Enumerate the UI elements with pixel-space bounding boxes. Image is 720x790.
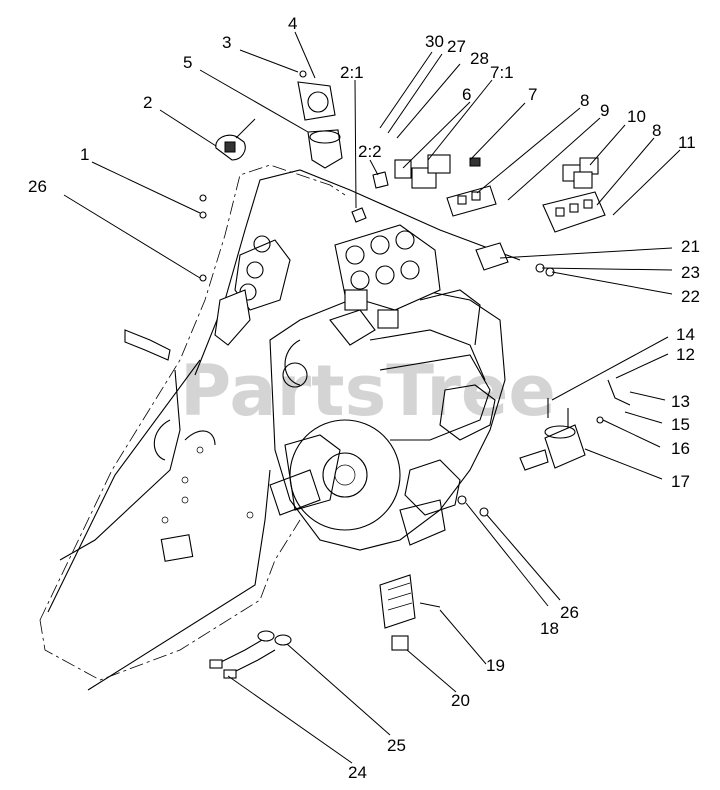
callout-7-1: 7:1 — [490, 63, 514, 82]
callout-24: 24 — [348, 763, 367, 782]
part-10-relays — [562, 157, 599, 189]
callout-10: 10 — [627, 107, 646, 126]
callout-27: 27 — [447, 37, 466, 56]
callout-19: 19 — [486, 656, 505, 675]
callout-3: 3 — [222, 33, 231, 52]
leader-lines — [63, 31, 681, 764]
callout-22: 22 — [681, 287, 700, 306]
part-25-sensor — [257, 630, 292, 646]
part-2-2-clip — [372, 171, 389, 189]
callout-30: 30 — [425, 32, 444, 51]
callout-labels: 1 2 3 4 5 6 7 7:1 8 8 9 10 11 12 13 14 1… — [28, 14, 700, 782]
part-2-switch — [215, 134, 246, 161]
callout-28: 28 — [470, 49, 489, 68]
callout-15: 15 — [671, 415, 690, 434]
callout-2-2: 2:2 — [358, 142, 382, 161]
callout-16: 16 — [671, 439, 690, 458]
callout-8b: 8 — [652, 121, 661, 140]
callout-9: 9 — [600, 101, 609, 120]
callout-2: 2 — [143, 93, 152, 112]
part-13-spring — [607, 379, 631, 406]
callout-21: 21 — [681, 237, 700, 256]
callout-20: 20 — [451, 691, 470, 710]
callout-2-1: 2:1 — [340, 63, 364, 82]
part-7-connector — [427, 154, 481, 174]
part-8b-fuse-holder — [542, 191, 606, 233]
left-sensor — [124, 329, 171, 361]
callout-26a: 26 — [28, 177, 47, 196]
callout-13: 13 — [671, 392, 690, 411]
part-16-nut — [596, 416, 604, 424]
callout-23: 23 — [681, 263, 700, 282]
callout-11: 11 — [678, 133, 696, 152]
callout-7: 7 — [528, 85, 537, 104]
part-18-bolt — [457, 495, 467, 505]
callout-25: 25 — [387, 736, 406, 755]
callout-17: 17 — [671, 472, 690, 491]
part-2-1-nut — [351, 207, 367, 223]
callout-14: 14 — [676, 325, 695, 344]
part-5-bracket — [307, 129, 343, 169]
left-valve-block — [214, 235, 291, 346]
callout-8a: 8 — [580, 91, 589, 110]
part-24-harness — [209, 639, 276, 679]
hydraulic-valve-assembly — [334, 224, 441, 329]
callout-4: 4 — [288, 14, 297, 33]
callout-5: 5 — [183, 53, 192, 72]
callout-12: 12 — [676, 345, 695, 364]
frame-side-panel — [39, 164, 521, 691]
part-21-module — [475, 242, 509, 271]
callout-18: 18 — [540, 619, 559, 638]
watermark: PartsTree — [180, 350, 556, 432]
part-20-connector — [391, 635, 409, 651]
part-8-fuse-block — [446, 185, 497, 217]
part-17-solenoid — [519, 424, 586, 471]
callout-1: 1 — [80, 145, 89, 164]
part-4-plate — [297, 81, 336, 121]
part-26b-nut — [479, 507, 489, 517]
callout-26b: 26 — [560, 603, 579, 622]
part-1a-nut — [199, 194, 207, 202]
part-19-regulator — [379, 574, 441, 629]
engine-block — [269, 289, 506, 551]
part-3-screw — [299, 70, 307, 78]
part-1b-nut — [199, 211, 207, 219]
part-26a-nut — [199, 274, 207, 282]
callout-6: 6 — [462, 85, 471, 104]
